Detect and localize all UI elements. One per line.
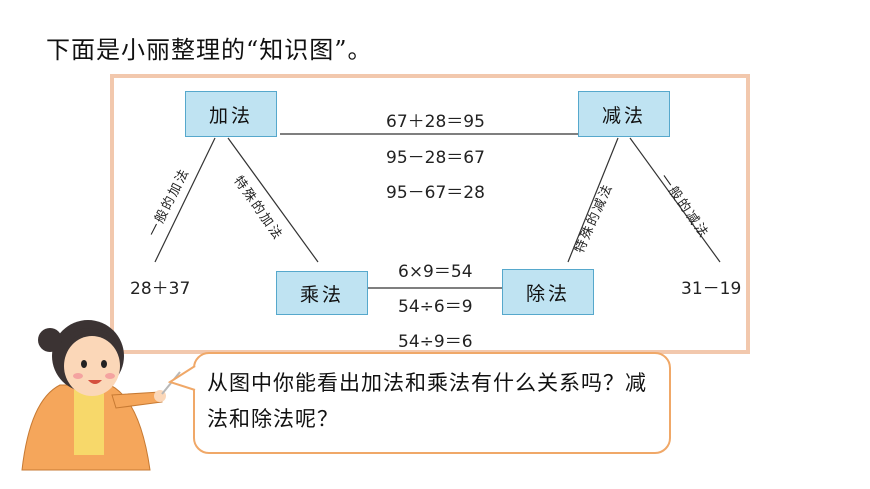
girl-character-icon [21, 320, 181, 471]
equation-mul: 6×9＝54 [398, 262, 473, 282]
equation-sub-2: 95－67＝28 [386, 183, 485, 203]
speech-bubble [193, 352, 671, 454]
multiplication-box: 乘法 [276, 271, 368, 315]
equation-div-2: 54÷9＝6 [398, 332, 473, 352]
equation-div-1: 54÷6＝9 [398, 297, 473, 317]
speech-bubble-tail-icon [168, 365, 197, 391]
page-title: 下面是小丽整理的“知识图”。 [46, 36, 373, 64]
special-addition-line [227, 137, 319, 263]
example-subtraction: 31－19 [681, 279, 742, 299]
example-addition: 28＋37 [130, 279, 191, 299]
equation-sub-1: 95－28＝67 [386, 148, 485, 168]
subtraction-box: 减法 [578, 91, 670, 137]
general-addition-line [154, 137, 216, 263]
addition-box: 加法 [185, 91, 277, 137]
division-box: 除法 [502, 269, 594, 315]
speech-text: 从图中你能看出加法和乘法有什么关系吗？减法和除法呢？ [207, 371, 647, 431]
equation-add: 67＋28＝95 [386, 112, 485, 132]
special-subtraction-line [567, 137, 619, 263]
general-subtraction-line [629, 137, 721, 263]
